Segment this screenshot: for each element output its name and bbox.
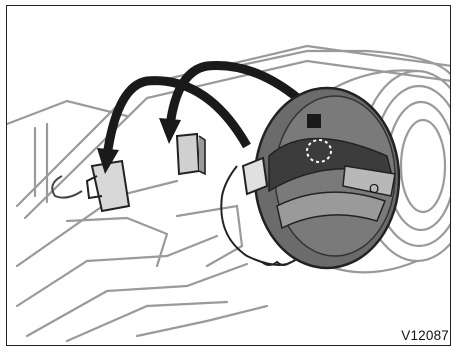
illustration-frame: O V12087: [6, 5, 451, 346]
fuel-cap-illustration: O: [7, 6, 451, 346]
figure-code: V12087: [401, 328, 449, 343]
cap-marking-label: O: [369, 181, 379, 196]
cap-holder-middle: [177, 134, 205, 174]
fuel-cap: O: [243, 88, 399, 268]
cap-holder-left: [52, 161, 129, 211]
